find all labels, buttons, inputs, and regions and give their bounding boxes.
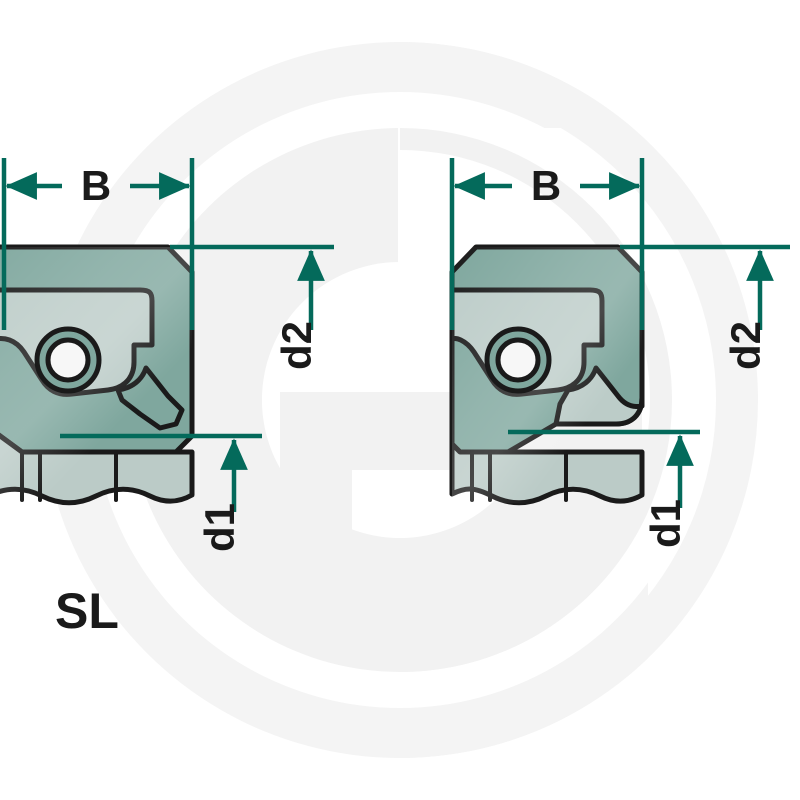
dimension-d2-left: d2 <box>170 244 334 370</box>
dimension-d2-right: d2 <box>620 244 790 370</box>
dimension-label-d1-left: d1 <box>196 503 243 552</box>
garter-spring-right <box>484 326 552 394</box>
dimension-d1-left: d1 <box>60 433 262 552</box>
dimension-label-B-right: B <box>531 162 561 209</box>
dimension-label-B-left: B <box>81 162 111 209</box>
seal-type-label-SL: SL <box>55 583 119 639</box>
dimension-d1-right: d1 <box>508 429 700 548</box>
dimension-B-left: B <box>1 158 195 330</box>
garter-spring-left <box>34 326 102 394</box>
dimension-label-d1-right: d1 <box>642 499 689 548</box>
shaft-section-right <box>449 441 645 506</box>
dimension-label-d2-right: d2 <box>722 321 769 370</box>
dimension-B-right: B <box>449 158 645 330</box>
dimension-label-d2-left: d2 <box>273 321 320 370</box>
